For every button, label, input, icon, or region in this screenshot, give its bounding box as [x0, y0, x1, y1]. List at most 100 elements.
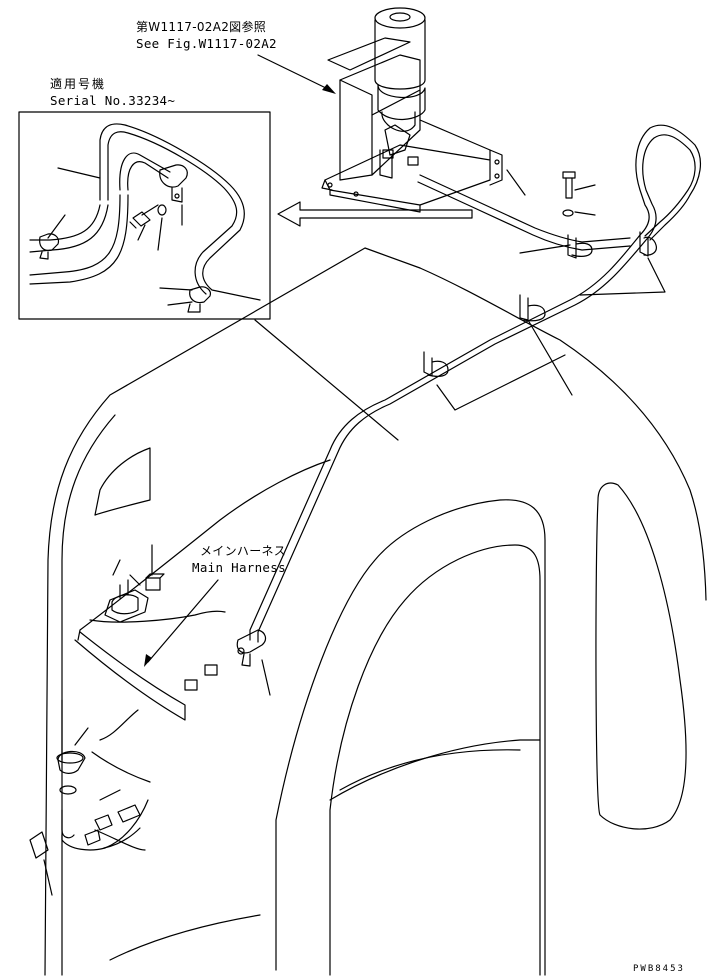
motor-flange: [382, 112, 415, 131]
machine-housing: [340, 55, 420, 180]
inset-branch-b: [30, 205, 108, 252]
connector-block-a: [408, 157, 418, 165]
connector-block-b: [383, 150, 393, 158]
machine-assembly: [322, 8, 502, 212]
label-plate: [30, 832, 48, 858]
cab-side-window: [596, 483, 686, 829]
inset-clamp-b-hole: [175, 194, 179, 198]
leader-f: [520, 245, 570, 253]
reference-label-en: See Fig.W1117-02A2: [136, 36, 277, 51]
mount-bolt-a: [495, 160, 499, 164]
inset-branch: [30, 205, 100, 240]
label-plate-leader: [44, 860, 52, 895]
arrowhead-ref: [322, 84, 336, 94]
fuse-a: [95, 815, 112, 830]
cab-left-pillar: [62, 415, 115, 975]
harness-label-en: Main Harness: [192, 560, 286, 575]
cab-door-frame: [95, 448, 150, 515]
clamp-1: [424, 352, 448, 376]
fuse-leader: [104, 828, 140, 848]
machine-base-edge: [330, 190, 420, 212]
harness-roof-segment-b: [418, 182, 630, 250]
inset-washer: [158, 205, 166, 215]
relay-bracket: [105, 590, 148, 622]
harness-clamps: [237, 232, 656, 666]
bolt-washer-top: [563, 172, 575, 216]
bolt-head: [563, 172, 575, 178]
clamp-end: [238, 648, 244, 654]
detail-direction-arrow: [278, 202, 472, 226]
inset-leader-2: [48, 215, 65, 238]
machine-housing-side: [372, 90, 420, 175]
harness-lead-line-b: [95, 830, 145, 850]
leader-g: [575, 185, 595, 190]
leader-a: [437, 355, 565, 410]
reference-label-jp: 第W1117-02A2図参照: [136, 20, 267, 34]
cab-inner-glass: [330, 545, 540, 975]
inset-leader-4: [158, 218, 162, 250]
inset-harness-c: [120, 153, 170, 190]
cab-rear-window-frame: [276, 500, 545, 975]
fuse-c: [85, 830, 100, 845]
detail-inset-frame: [19, 112, 270, 319]
leader-h: [575, 212, 595, 215]
cab-components: [30, 545, 217, 895]
harness-rear-harness: [90, 611, 225, 622]
lamp-base: [57, 753, 83, 763]
foot-bolt-right: [354, 192, 358, 196]
motor-coupling: [385, 125, 410, 155]
motor-body: [378, 85, 425, 119]
switch-leader-b: [100, 790, 120, 800]
detail-inset: [19, 112, 270, 319]
clamp-2: [520, 295, 545, 321]
lamp-socket: [62, 810, 74, 838]
cab-roof-front-curve: [420, 268, 706, 600]
foot-bolt-left: [328, 183, 332, 187]
bracket-front: [380, 150, 392, 178]
roof-harness: [62, 125, 700, 850]
inset-leader-3: [138, 225, 145, 240]
inset-harness-a: [100, 124, 260, 300]
connector-top-face: [146, 574, 164, 578]
cab-outer-roof-edge: [45, 248, 420, 975]
relay-terminals: [113, 560, 140, 598]
fuse-b: [118, 805, 140, 822]
cab-rail-upper: [75, 632, 185, 720]
inset-leader-6: [160, 288, 192, 290]
lamp-leader-b: [92, 752, 150, 782]
leader-harness: [148, 580, 218, 662]
lamp-lens: [60, 786, 76, 794]
arrowhead-harness: [144, 654, 152, 667]
lamp-leader: [75, 728, 88, 745]
inset-harness-b: [108, 132, 237, 294]
relay-body: [112, 595, 138, 614]
connector-top: [146, 578, 160, 590]
leader-c: [580, 258, 665, 295]
inset-clamp-b: [160, 165, 188, 202]
leader-e: [507, 170, 525, 195]
motor-cylinder: [375, 20, 425, 89]
inset-leader-1: [58, 168, 100, 178]
foot-left: [322, 180, 332, 190]
leader-arrowheads: [144, 84, 336, 667]
mount-bracket: [490, 150, 502, 185]
connector-mid-a: [185, 680, 197, 690]
machine-housing-face: [340, 80, 372, 115]
motor-top: [375, 8, 425, 28]
clamp-4: [640, 232, 656, 256]
leader-d: [255, 320, 398, 440]
serial-label-jp: 適用号機: [50, 77, 107, 91]
cab-body: [45, 248, 706, 975]
inset-clamp-c: [188, 287, 210, 312]
bolt-shank: [566, 178, 572, 198]
leader-i: [262, 660, 270, 695]
leader-b: [528, 320, 572, 395]
inset-leader-7: [168, 302, 192, 305]
machine-top-cap: [328, 38, 410, 70]
bracket-right: [420, 120, 490, 160]
leader-ref: [258, 55, 330, 90]
connector-mid-b: [205, 665, 217, 675]
harness-lead-line: [62, 800, 148, 850]
harness-label-jp: メインハーネス: [200, 544, 287, 558]
